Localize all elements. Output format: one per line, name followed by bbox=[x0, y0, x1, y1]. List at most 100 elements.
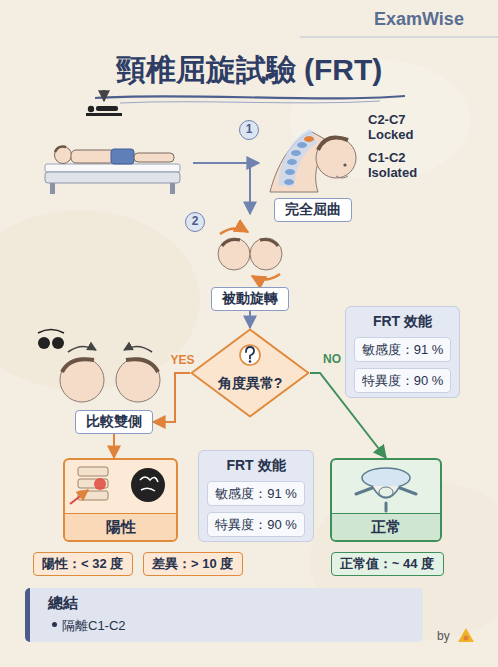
value-tag: 正常值：~ 44 度 bbox=[331, 552, 444, 576]
vertebra-figure bbox=[356, 488, 416, 511]
vertebra-figure bbox=[379, 487, 393, 497]
node-text: 敏感度：91 % bbox=[355, 338, 450, 361]
node-text: 正常 bbox=[332, 513, 440, 540]
stats-panel: FRT 效能敏感度：91 % 特異度：90 % bbox=[345, 306, 460, 398]
label-text: ExamWise bbox=[374, 9, 464, 30]
summary-panel: 總結隔離C1-C2 bbox=[25, 588, 423, 642]
question-icon bbox=[240, 345, 260, 365]
label-text: C1-C2 Isolated bbox=[368, 150, 434, 180]
vertebra-figure bbox=[372, 486, 400, 498]
positive-figure bbox=[140, 477, 158, 482]
flow-connector bbox=[153, 373, 190, 422]
compare-heads-figure bbox=[52, 337, 64, 349]
rotation-figure bbox=[250, 238, 282, 270]
positive-figure bbox=[131, 468, 165, 502]
paper-texture bbox=[0, 210, 200, 390]
rotation-figure bbox=[260, 240, 278, 246]
node-text: 特異度：90 % bbox=[208, 513, 304, 536]
compare-heads-figure bbox=[124, 346, 152, 352]
node-text: 差異：> 10 度 bbox=[152, 553, 234, 574]
compare-heads-figure bbox=[68, 346, 96, 352]
question-icon bbox=[246, 347, 254, 359]
node-text: 陽性 bbox=[65, 513, 176, 540]
stat-cell: 特異度：90 % bbox=[354, 368, 451, 393]
result-box: 正常 bbox=[330, 458, 442, 542]
neck-flexion-figure bbox=[318, 138, 348, 150]
neck-flexion-figure bbox=[343, 163, 346, 166]
patient-on-bed bbox=[50, 183, 55, 194]
node-text: 總結 bbox=[30, 588, 423, 613]
neck-flexion-figure bbox=[316, 138, 356, 178]
neck-flexion-figure bbox=[284, 179, 294, 185]
node-text: 正常值：~ 44 度 bbox=[340, 553, 435, 574]
header-rule bbox=[300, 36, 498, 37]
edge-label: YES bbox=[168, 353, 196, 367]
node-text: 完全屈曲 bbox=[285, 199, 341, 220]
stat-cell: 敏感度：91 % bbox=[354, 337, 451, 362]
result-box: 陽性 bbox=[63, 458, 178, 542]
compare-heads-figure bbox=[38, 330, 64, 334]
node-text: 陽性：< 32 度 bbox=[42, 553, 124, 574]
supine-icon bbox=[88, 106, 94, 112]
patient-on-bed bbox=[45, 164, 180, 172]
positive-card-ground bbox=[63, 458, 178, 542]
node-body-text: 隔離C1-C2 bbox=[30, 613, 423, 635]
positive-card-ground bbox=[63, 458, 178, 542]
neck-flexion-figure bbox=[336, 176, 348, 178]
stats-panel: FRT 效能敏感度：91 % 特異度：90 % bbox=[198, 450, 314, 542]
supine-icon bbox=[96, 106, 118, 111]
node-text: FRT 效能 bbox=[199, 451, 313, 475]
patient-on-bed bbox=[170, 183, 175, 194]
patient-on-bed bbox=[71, 150, 115, 163]
rotation-figure bbox=[218, 238, 250, 270]
process-box: 比較雙側 bbox=[75, 410, 153, 434]
neck-flexion-figure bbox=[286, 136, 314, 186]
brand-logo bbox=[458, 628, 474, 642]
neck-flexion-figure bbox=[270, 132, 356, 192]
node-text: 角度異常? bbox=[190, 328, 310, 393]
label-text: C2-C7 Locked bbox=[368, 112, 434, 142]
brand-logo bbox=[464, 636, 469, 641]
compare-heads-figure bbox=[116, 358, 160, 402]
vertebra-figure bbox=[356, 468, 416, 511]
value-tag: 陽性：< 32 度 bbox=[33, 552, 133, 576]
step-number: 2 bbox=[185, 212, 205, 232]
patient-on-bed bbox=[55, 147, 66, 152]
stat-cell: 特異度：90 % bbox=[207, 512, 305, 537]
flow-arrow bbox=[249, 163, 251, 214]
step-number: 1 bbox=[239, 120, 259, 140]
flow-connector bbox=[113, 434, 115, 458]
patient-on-bed bbox=[134, 153, 174, 162]
bullet-dot bbox=[52, 622, 57, 627]
supine-icon bbox=[103, 90, 105, 101]
value-tag: 差異：> 10 度 bbox=[143, 552, 243, 576]
header-rule bbox=[300, 37, 498, 38]
rotation-figure bbox=[218, 228, 282, 279]
patient-on-bed bbox=[55, 147, 72, 164]
rotation-figure bbox=[220, 228, 248, 234]
node-text: FRT 效能 bbox=[346, 307, 459, 331]
question-icon bbox=[240, 345, 260, 365]
process-box: 被動旋轉 bbox=[211, 287, 289, 311]
label-text: by bbox=[437, 629, 450, 643]
process-box: 完全屈曲 bbox=[274, 198, 352, 222]
rotation-figure bbox=[222, 240, 240, 246]
node-text: 比較雙側 bbox=[86, 411, 142, 432]
neck-flexion-figure bbox=[291, 150, 301, 156]
node-text: 被動旋轉 bbox=[222, 288, 278, 309]
node-text: 敏感度：91 % bbox=[208, 482, 304, 505]
compare-heads-figure bbox=[38, 330, 160, 403]
positive-figure bbox=[94, 478, 106, 490]
normal-card-ground bbox=[330, 458, 442, 542]
patient-on-bed bbox=[111, 149, 134, 164]
neck-flexion-figure bbox=[285, 169, 295, 175]
edge-label: NO bbox=[321, 352, 343, 366]
supine-icon bbox=[86, 90, 122, 116]
flow-arrow bbox=[193, 163, 259, 214]
compare-heads-figure bbox=[126, 359, 158, 372]
brand-logo bbox=[458, 628, 474, 642]
title-rule bbox=[95, 96, 405, 103]
